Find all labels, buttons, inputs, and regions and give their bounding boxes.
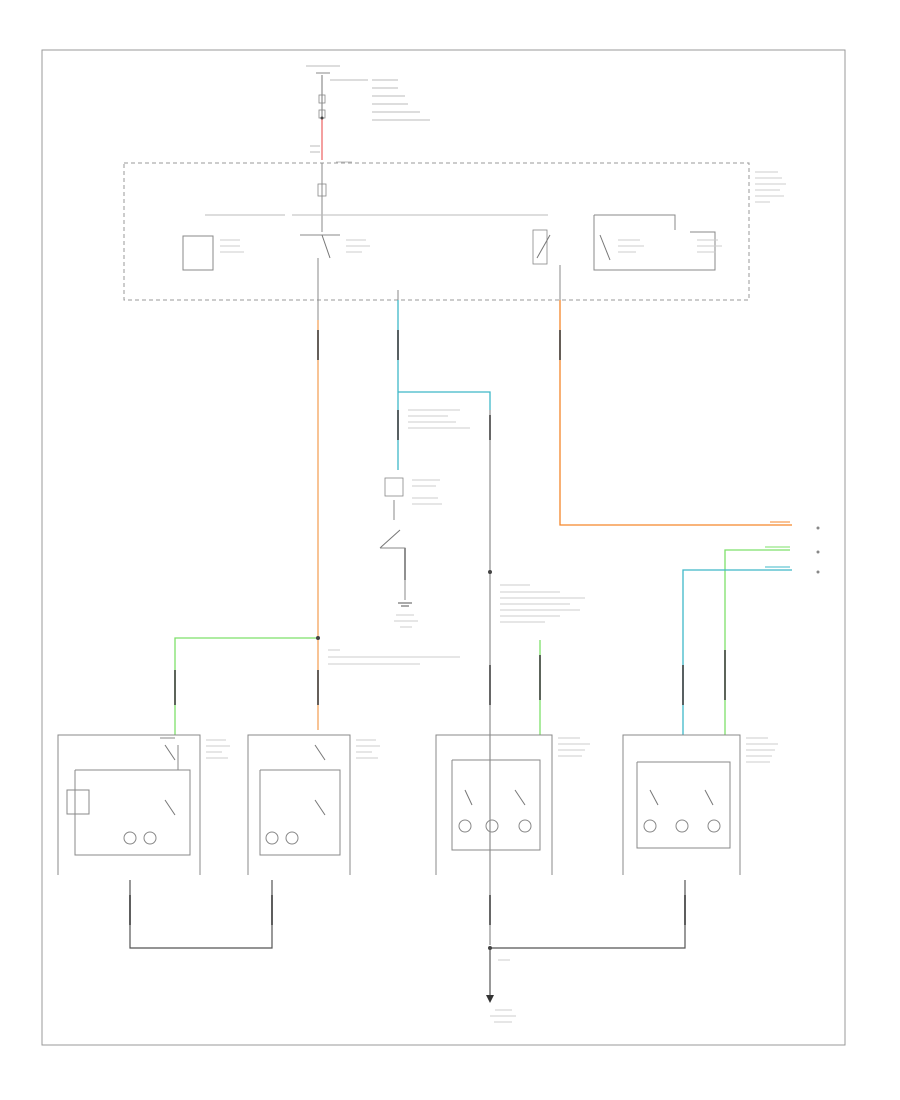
page-frame (41, 49, 846, 1046)
fuse-feed (306, 65, 430, 163)
lamp-icon (458, 819, 532, 833)
right-connectors (765, 521, 820, 574)
connector-marks (129, 330, 726, 925)
door-switch (379, 409, 470, 628)
lower-module-1 (57, 734, 230, 875)
lower-module-3 (435, 734, 590, 875)
lamp-icon (123, 831, 157, 845)
lamp-icon (265, 831, 299, 845)
lower-module-4 (622, 734, 778, 875)
junction-dots (316, 116, 492, 950)
ground-symbol-icon (398, 602, 412, 607)
lower-module-2 (247, 734, 380, 875)
center-notes (328, 584, 585, 1023)
main-ground-icon (486, 995, 494, 1003)
wire-harness (129, 300, 792, 995)
control-module (123, 162, 786, 301)
lamp-icon (643, 819, 721, 833)
